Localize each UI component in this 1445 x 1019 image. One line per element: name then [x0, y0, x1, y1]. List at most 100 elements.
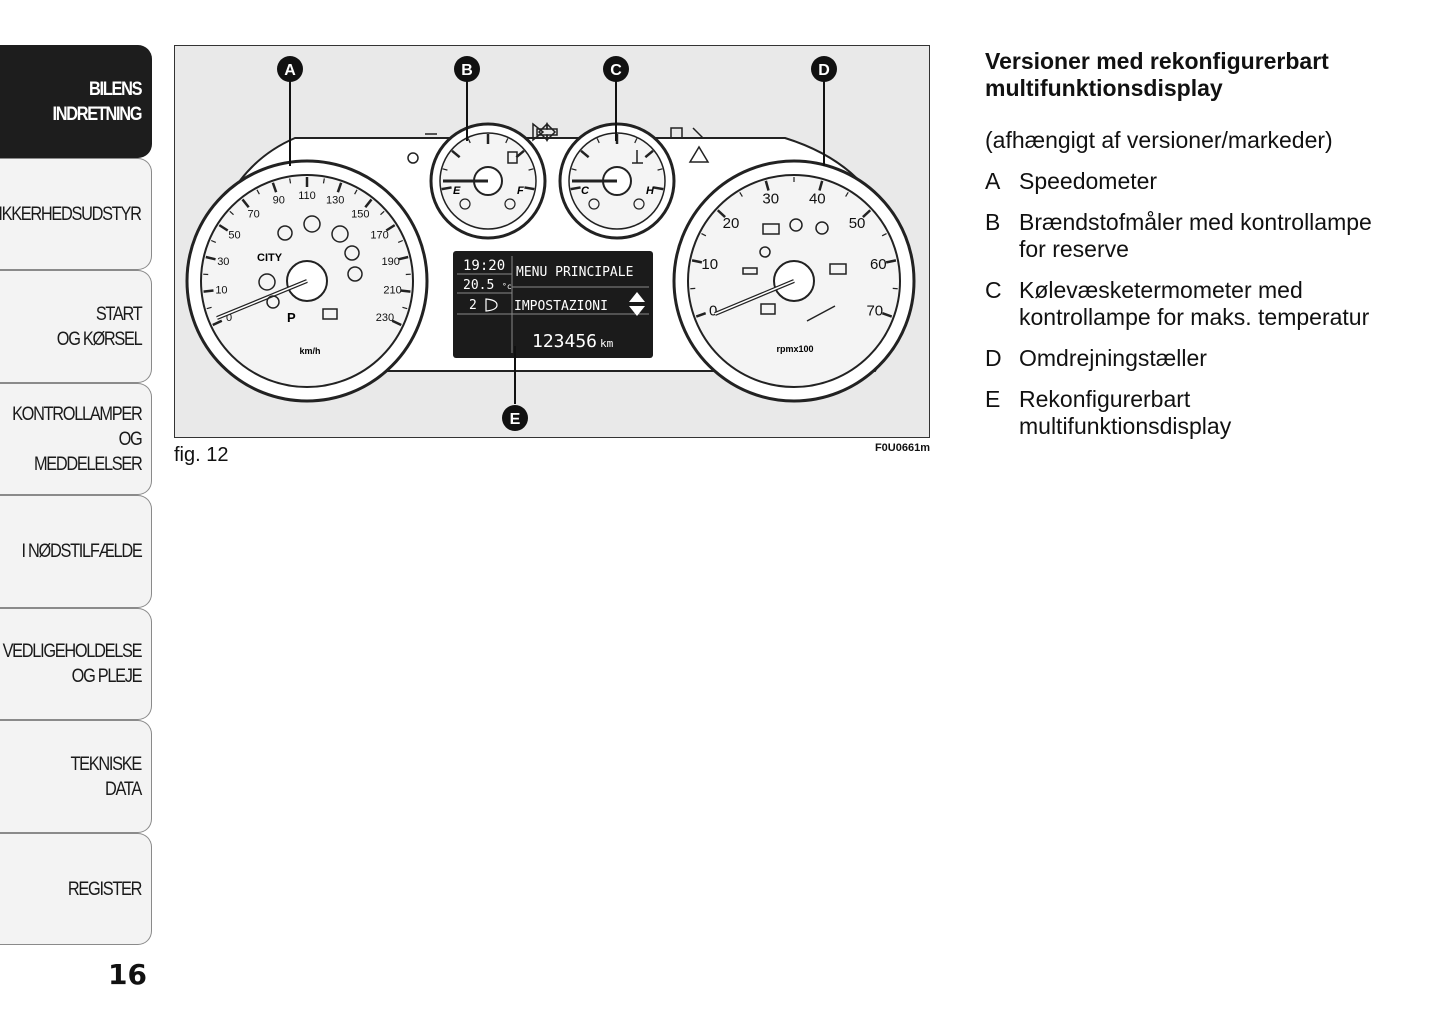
svg-text:B: B [461, 62, 473, 79]
gauge-tick-label: 30 [762, 190, 779, 207]
gauge-tick [862, 209, 872, 218]
gauge-tick-label: 70 [248, 208, 260, 220]
legend-text: Kølevæsketermometer med kontrollampe for… [1019, 277, 1370, 330]
tab-label: SIKKERHEDSUDSTYR [0, 203, 142, 225]
tab-tekniske-data[interactable]: TEKNISKE DATA [0, 720, 152, 833]
gauge-tick [845, 191, 849, 197]
gauge-tick [528, 168, 534, 171]
high-beam-icon [670, 127, 683, 139]
gauge-tick [289, 178, 292, 184]
callout-c: C [603, 56, 629, 82]
updown-arrows-icon [629, 292, 645, 316]
gauge-tick [451, 149, 461, 159]
gauge-tick-label: 190 [382, 256, 400, 268]
gauge-tick [400, 289, 411, 293]
gauge-tick-label: 10 [701, 256, 718, 273]
gauge-tick [402, 306, 408, 310]
gauge-tick [256, 189, 260, 195]
gauge-tick [441, 186, 452, 191]
city-label: CITY [257, 252, 283, 264]
tab-register[interactable]: REGISTER [0, 833, 152, 945]
gauge-tick [212, 319, 223, 327]
gauge-tick [657, 168, 663, 171]
gauge-tick [398, 255, 409, 261]
display-temp: 20.5 [463, 278, 494, 293]
temp-hot-label: H [646, 185, 655, 197]
gauge-tick [505, 138, 509, 144]
brake-pad-icon [347, 266, 363, 282]
gauge-tick-label: 0 [709, 303, 717, 320]
display-time: 19:20 [463, 258, 505, 274]
tach-unit: rpmx100 [776, 344, 813, 354]
passenger-airbag-icon [815, 221, 829, 235]
gauge-tick [385, 224, 396, 232]
door-warning-icon [762, 223, 780, 235]
tab-start-og-korsel[interactable]: START OG KØRSEL [0, 270, 152, 383]
gauge-tick [442, 168, 448, 171]
oil-warning-icon [303, 215, 321, 233]
legend-text: Rekonfigurerbart multifunktionsdisplay [1019, 386, 1232, 439]
fuel-empty-label: E [453, 185, 461, 197]
gauge-tick-label: 110 [298, 190, 316, 202]
gauge-tick [354, 189, 358, 195]
gauge-tick [229, 210, 234, 216]
callout-b: B [454, 56, 480, 82]
legend-text: Speedometer [1019, 168, 1158, 194]
glow-plug-icon [407, 152, 419, 164]
svg-text:E: E [510, 411, 521, 428]
battery-icon [829, 263, 847, 275]
gauge-tick [596, 138, 600, 144]
page-number: 16 [108, 958, 147, 991]
gauge-tick-label: 60 [870, 256, 887, 273]
figure-code: F0U0661m [874, 442, 930, 454]
tab-i-nodstilfaelde[interactable]: I NØDSTILFÆLDE [0, 495, 152, 608]
tab-bilens-indretning[interactable]: BILENS INDRETNING [0, 45, 152, 158]
gauge-tick [881, 233, 887, 237]
gauge-tick-label: 40 [809, 190, 826, 207]
rear-fog-icon [692, 127, 704, 139]
tab-kontrollamper[interactable]: KONTROLLAMPER OG MEDDELELSER [0, 383, 152, 495]
gauge-tick-label: 0 [226, 312, 232, 324]
gauge-tick-label: 50 [228, 230, 240, 242]
tab-label: BILENS INDRETNING [52, 78, 142, 125]
gauge-tick [241, 198, 250, 209]
gauge-tick [691, 259, 703, 264]
tab-sikkerhedsudstyr[interactable]: SIKKERHEDSUDSTYR [0, 158, 152, 270]
gauge-tick [206, 306, 212, 310]
gauge-tick [210, 239, 217, 244]
display-odometer-unit: km [600, 337, 614, 350]
svg-text:D: D [818, 62, 830, 79]
gauge-tick-label: 150 [351, 208, 369, 220]
headlight-icon [485, 298, 498, 312]
gauge-tick [322, 178, 325, 184]
section-subheading: (afhængigt af versioner/markeder) [985, 127, 1333, 153]
fuel-full-label: F [517, 185, 524, 197]
gauge-tick [271, 182, 278, 193]
gauge-tick [524, 186, 535, 191]
speed-unit: km/h [299, 346, 320, 356]
gauge-tick [364, 198, 373, 209]
fuel-reserve-icon [507, 151, 518, 164]
tab-label: VEDLIGEHOLDELSE OG PLEJE [2, 641, 142, 687]
display-temp-unit: °c [502, 282, 512, 291]
tab-vedligeholdelse[interactable]: VEDLIGEHOLDELSE OG PLEJE [0, 608, 152, 720]
gauge-tick [764, 180, 770, 191]
svg-text:C: C [610, 62, 622, 79]
abs-icon [331, 225, 349, 243]
coolant-temp-icon [632, 150, 643, 164]
gauge-tick-label: 210 [383, 285, 401, 297]
turn-right-icon [537, 122, 558, 142]
gauge-tick-label: 30 [217, 256, 229, 268]
top-indicators [407, 122, 710, 164]
temperature-gauge: C H [558, 122, 676, 240]
callout-a: A [277, 56, 303, 82]
tab-label: I NØDSTILFÆLDE [21, 541, 142, 562]
gauge-tick-label: 50 [849, 215, 866, 232]
gauge-tick [397, 239, 404, 244]
fog-light-front-icon [532, 122, 545, 142]
gauge-tick [701, 233, 707, 237]
